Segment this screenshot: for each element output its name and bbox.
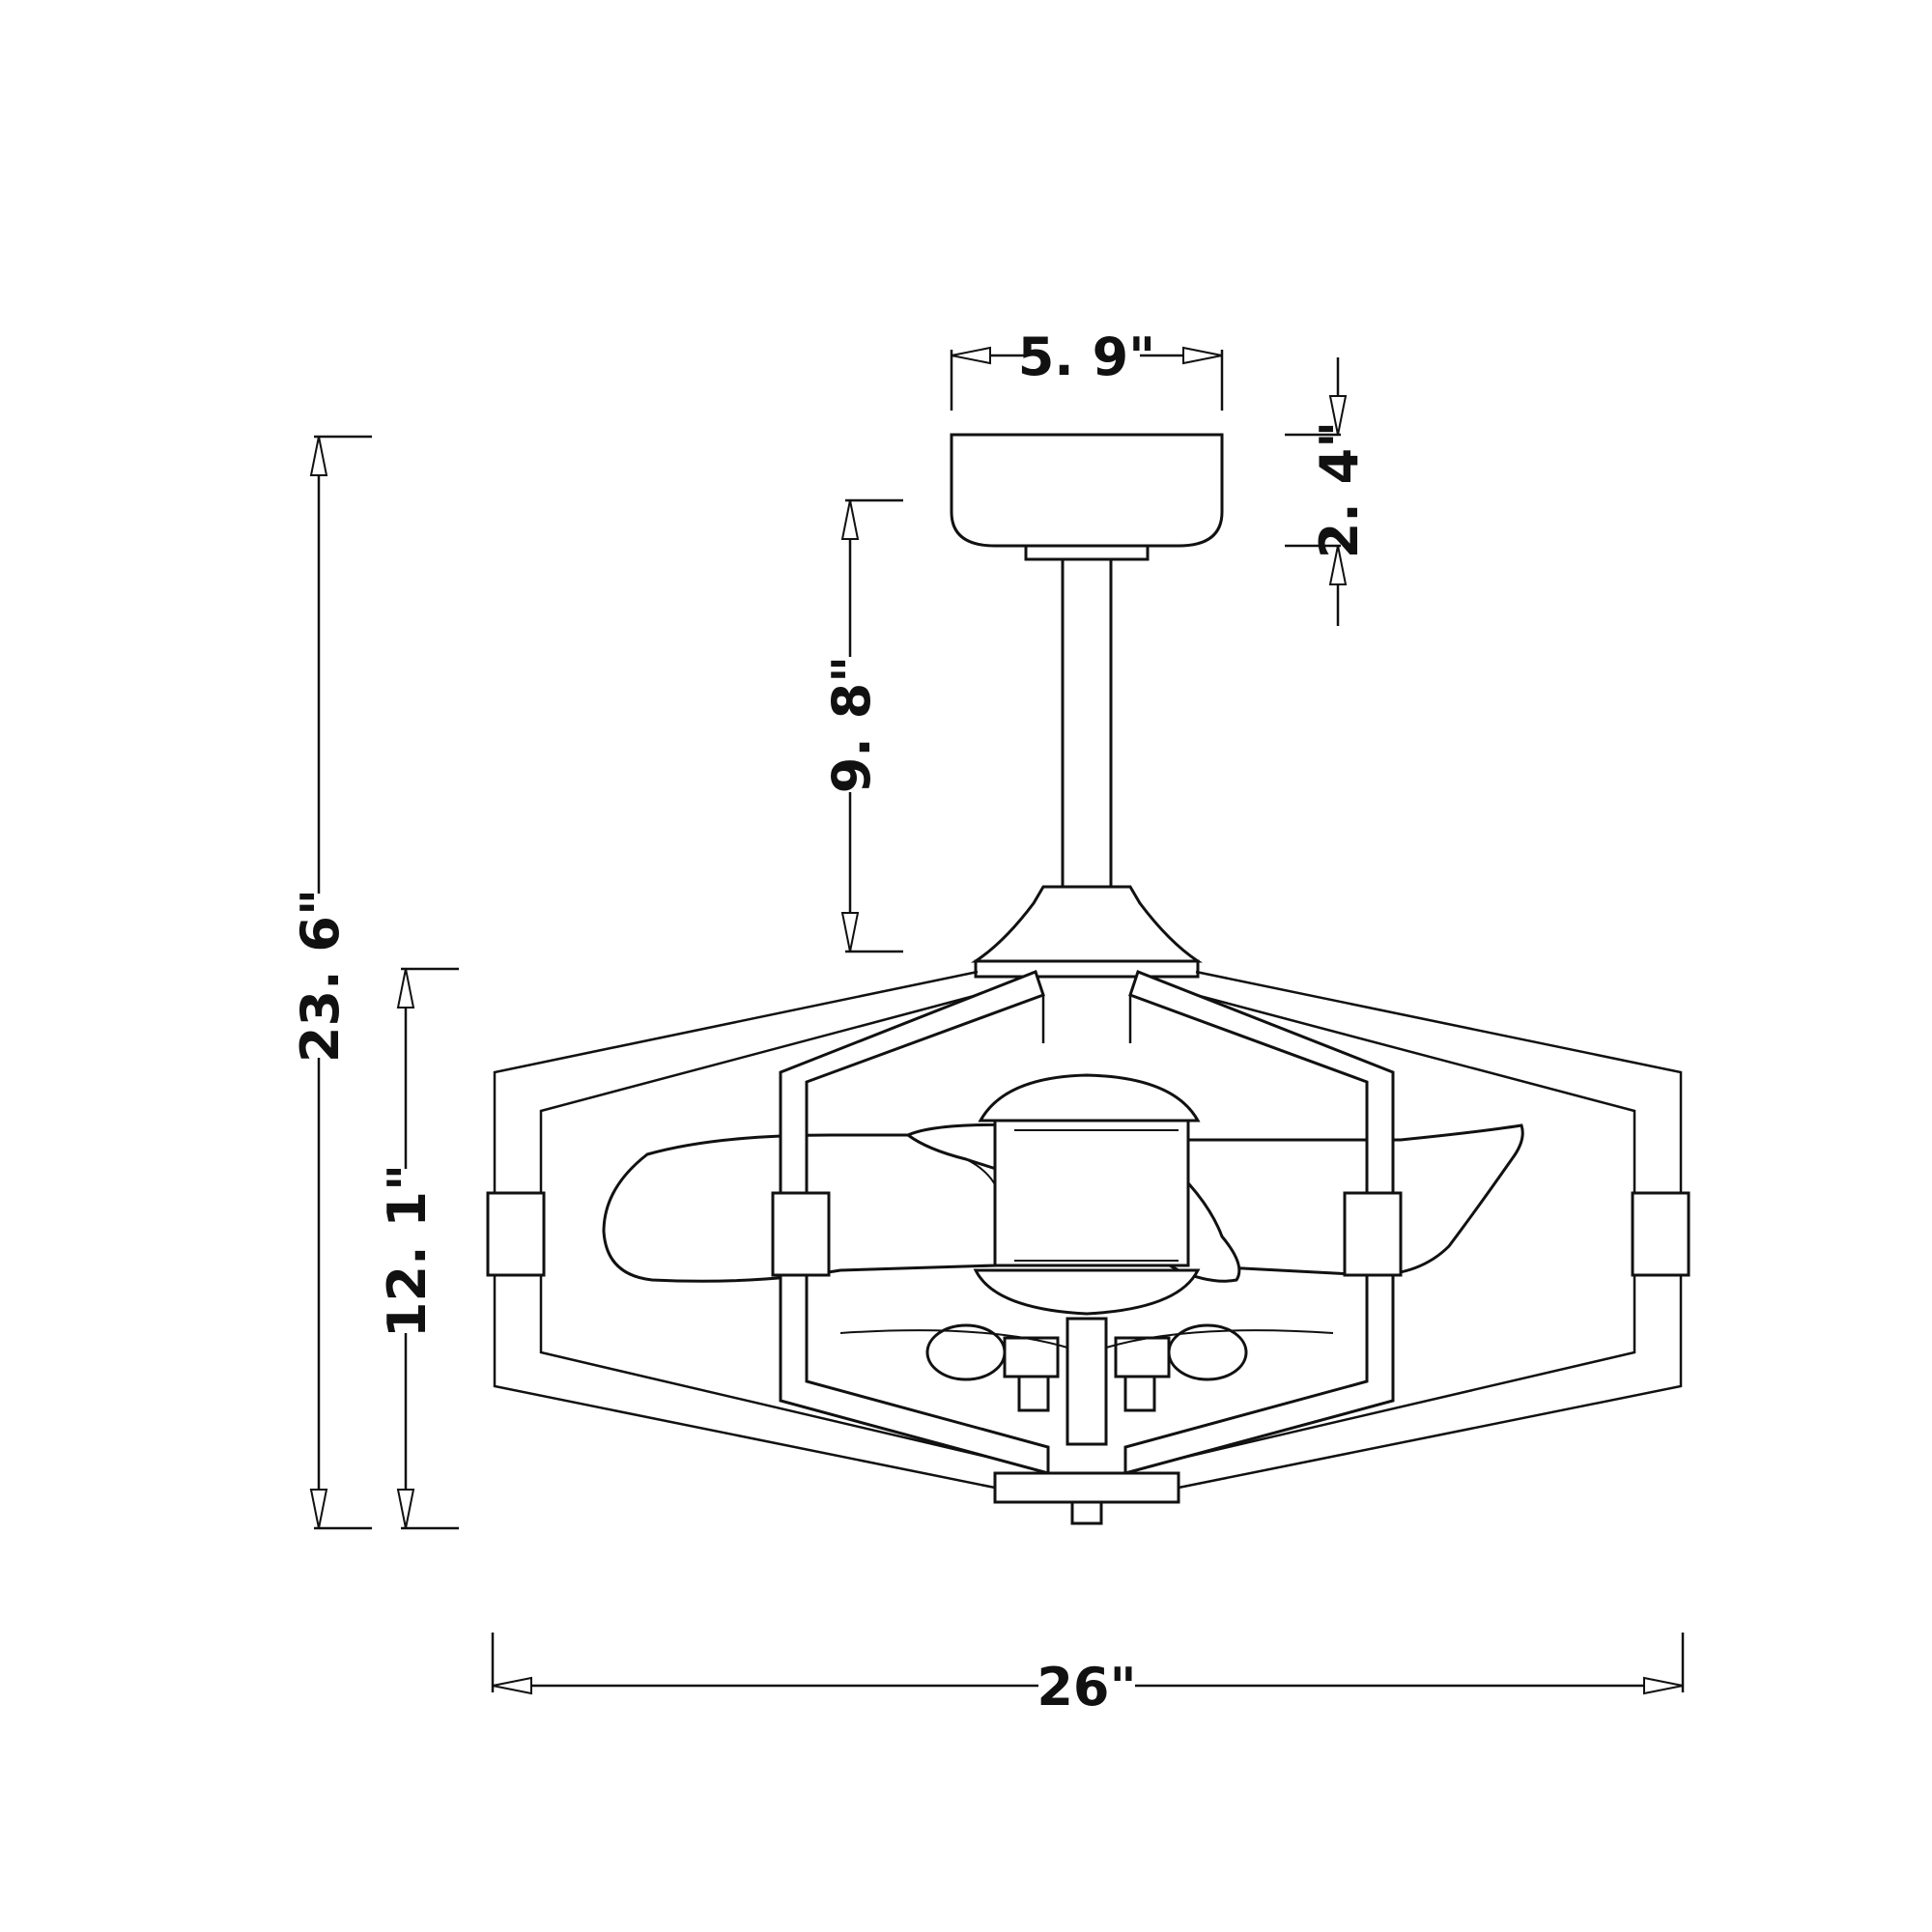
- fan-body-height-label: 12. 1": [377, 1164, 438, 1338]
- motor-ball: [973, 1073, 1201, 1316]
- downrod-length-label: 9. 8": [821, 656, 882, 794]
- overall-width-dimension: 26": [491, 1633, 1685, 1718]
- light-arms: [839, 1317, 1334, 1446]
- bottom-cap: [993, 1471, 1180, 1525]
- outer-cage: [486, 970, 1690, 1490]
- canopy-width-label: 5. 9": [1018, 327, 1156, 387]
- canopy-width-dimension: 5. 9": [950, 327, 1224, 411]
- canopy: [950, 433, 1224, 561]
- downrod-dimension: 9. 8": [821, 498, 903, 953]
- overall-height-label: 23. 6": [290, 889, 351, 1063]
- canopy-height-dimension: 2. 4": [1285, 357, 1370, 626]
- canopy-height-label: 2. 4": [1309, 421, 1370, 559]
- inner-cage: [771, 970, 1403, 1475]
- overall-width-label: 26": [1037, 1657, 1136, 1718]
- motor-housing-top: [971, 885, 1203, 979]
- overall-height-dimension: 23. 6": [290, 435, 372, 1530]
- downrod: [1061, 557, 1113, 890]
- fan-body-height-dimension: 12. 1": [377, 967, 459, 1530]
